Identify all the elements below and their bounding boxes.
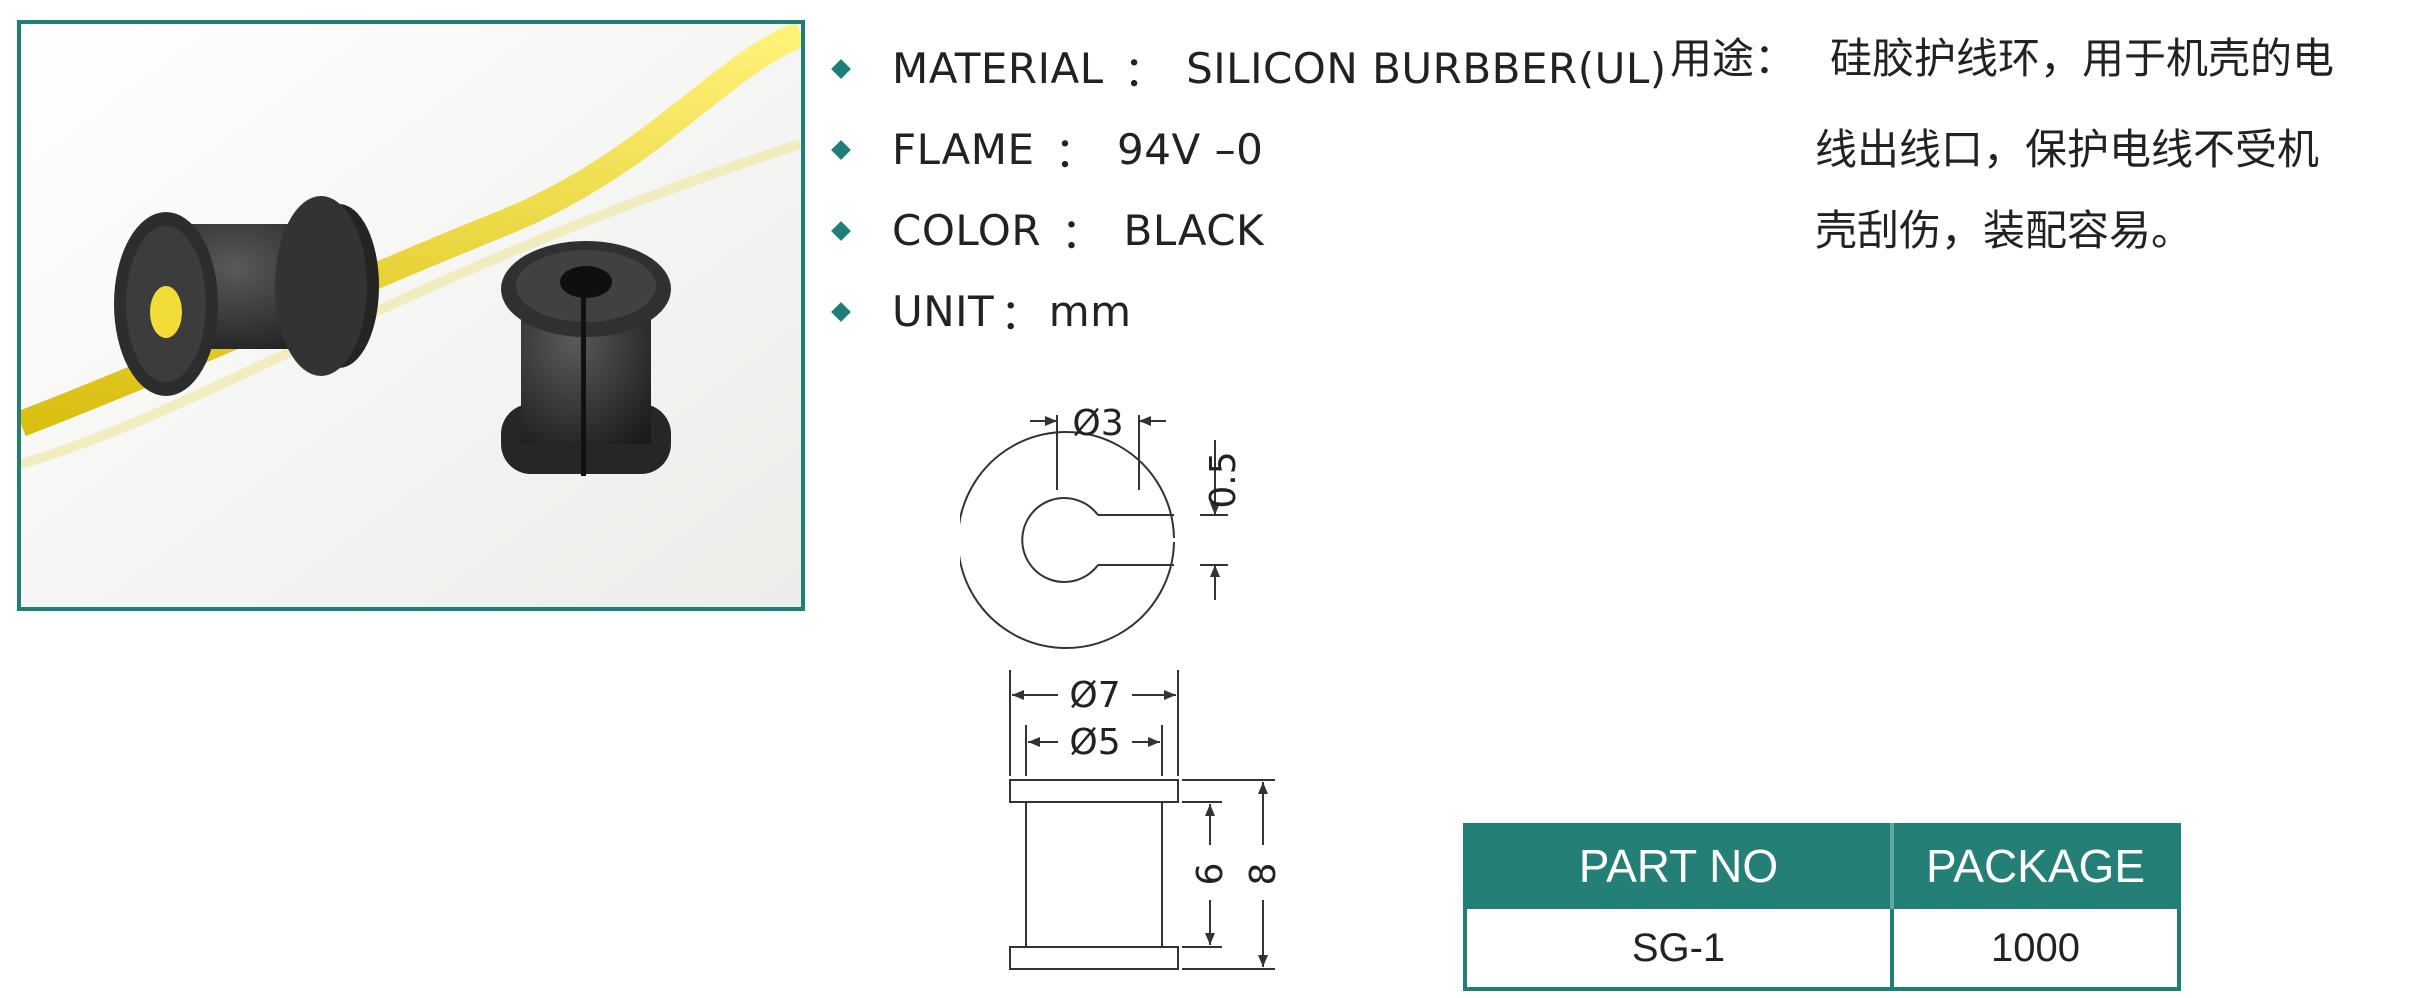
spec-value: BLACK [1123, 206, 1265, 255]
usage-text: 硅胶护线环，用于机壳的电 线出线口，保护电线不受机 壳刮伤，装配容易。 [1815, 28, 2385, 271]
right-grommet-illustration [501, 241, 671, 476]
spec-separator: ： [1054, 128, 1098, 177]
dim-total-height: 8 [1243, 863, 1284, 886]
part-number-table: PART NO PACKAGE SG-1 1000 [1463, 823, 2181, 991]
header-package: PACKAGE [1892, 825, 2179, 907]
diamond-bullet-icon [831, 220, 851, 241]
spec-row-material: MATERIAL ： SILICON BURBBER(UL) [830, 28, 1667, 109]
spec-row-flame: FLAME ： 94V –0 [830, 109, 1667, 190]
spec-label: FLAME [892, 125, 1035, 174]
usage-line: 线出线口，保护电线不受机 [1815, 125, 2320, 174]
spec-value: 94V –0 [1117, 125, 1264, 174]
spec-separator: ： [1000, 290, 1043, 339]
dim-inner-height: 6 [1190, 863, 1231, 886]
diamond-bullet-icon [831, 58, 851, 79]
dim-body-diameter: Ø5 [1069, 722, 1120, 763]
cell-part-no: SG-1 [1465, 905, 1894, 989]
spec-value: SILICON BURBBER(UL) [1186, 44, 1667, 93]
diamond-bullet-icon [831, 139, 851, 160]
table-header-row: PART NO PACKAGE [1465, 825, 2179, 907]
spec-label: COLOR [892, 206, 1042, 255]
header-part-no: PART NO [1465, 825, 1894, 907]
spec-row-unit: UNIT ： mm [830, 271, 1667, 352]
diamond-bullet-icon [831, 301, 851, 322]
spec-value: mm [1048, 287, 1132, 336]
dimension-drawing: Ø3 0.5 Ø7 Ø5 6 8 [957, 403, 1284, 970]
spec-list: MATERIAL ： SILICON BURBBER(UL) FLAME ： 9… [830, 28, 1667, 352]
spec-separator: ： [1123, 47, 1167, 96]
left-grommet-illustration [114, 196, 379, 396]
dim-inner-diameter: Ø3 [1072, 403, 1123, 444]
spec-row-color: COLOR ： BLACK [830, 190, 1667, 271]
spec-label: MATERIAL [892, 44, 1104, 93]
grommet-photo-illustration [21, 24, 801, 607]
usage-line: 硅胶护线环，用于机壳的电 [1830, 34, 2335, 83]
ring-inner-edge [1021, 497, 1099, 583]
spec-label: UNIT [892, 287, 995, 336]
usage-label: 用途： [1670, 34, 1797, 83]
dim-outer-diameter: Ø7 [1069, 675, 1120, 716]
cell-package: 1000 [1892, 905, 2179, 989]
technical-drawing: Ø3 0.5 Ø7 Ø5 6 8 [957, 380, 1300, 984]
ring-outer-edge [957, 431, 1175, 649]
table-row: SG-1 1000 [1465, 905, 2179, 989]
product-photo [17, 20, 805, 611]
usage-line: 壳刮伤，装配容易。 [1815, 206, 2194, 255]
dim-slot-width: 0.5 [1203, 451, 1244, 508]
flange-top [1009, 779, 1179, 803]
flange-bottom [1009, 946, 1179, 970]
spec-separator: ： [1061, 209, 1104, 258]
